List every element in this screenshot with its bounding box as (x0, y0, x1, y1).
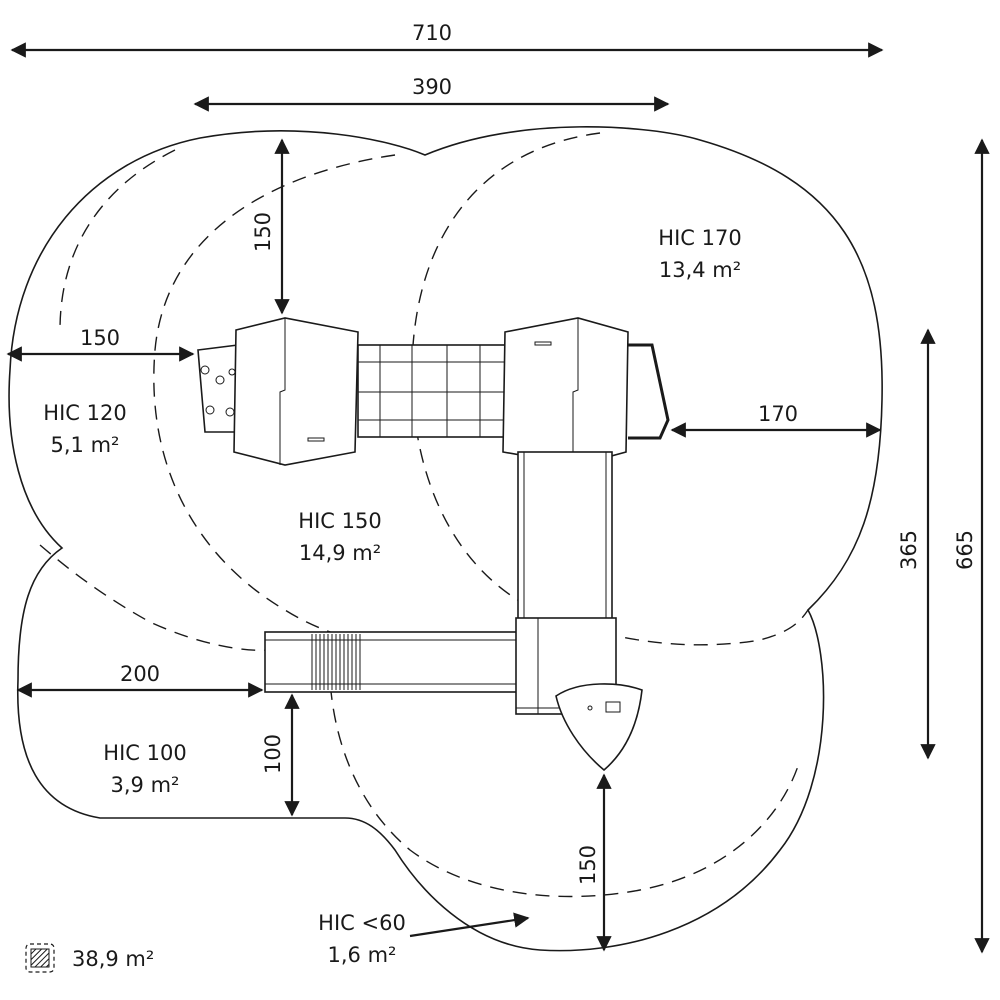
zone-boundary-hic60 (328, 639, 801, 898)
slide-chute (264, 631, 521, 693)
label-right-side: 170 (758, 402, 798, 426)
label-slide-left: 200 (120, 662, 160, 686)
zone-label-hic120: HIC 120 (43, 401, 126, 425)
zone-label-hic60: HIC <60 (318, 911, 406, 935)
label-bottom-depth: 150 (576, 845, 600, 885)
corner-roof (555, 683, 643, 772)
climbing-wall (197, 344, 241, 433)
net-grid (358, 345, 505, 437)
label-left-top: 150 (251, 212, 275, 252)
handrail (628, 343, 670, 440)
hatched-area-icon (25, 943, 55, 973)
slide-ribs (311, 634, 361, 690)
zone-label-hic150: HIC 150 (298, 509, 381, 533)
zone-label-hic100: HIC 100 (103, 741, 186, 765)
zone-boundary-lower (39, 544, 271, 652)
label-overall-width: 710 (412, 21, 452, 45)
zone-area-hic60: 1,6 m² (328, 943, 397, 967)
label-overall-height: 665 (953, 530, 977, 570)
legend-total-area: 38,9 m² (72, 947, 154, 971)
zone-area-hic120: 5,1 m² (51, 433, 120, 457)
right-platform-roof (502, 317, 629, 466)
zone-boundary-hic120 (59, 149, 176, 331)
label-inner-height: 365 (897, 530, 921, 570)
label-left-side: 150 (80, 326, 120, 350)
left-platform-roof (233, 317, 359, 466)
zone-area-hic170: 13,4 m² (659, 258, 741, 282)
zone-area-hic150: 14,9 m² (299, 541, 381, 565)
hic60-pointer (409, 912, 530, 938)
zone-area-hic100: 3,9 m² (111, 773, 180, 797)
label-inner-width: 390 (412, 75, 452, 99)
safety-zone-outline (8, 126, 883, 952)
label-slide-down: 100 (261, 734, 285, 774)
zone-label-hic170: HIC 170 (658, 226, 741, 250)
ramp (517, 451, 613, 621)
